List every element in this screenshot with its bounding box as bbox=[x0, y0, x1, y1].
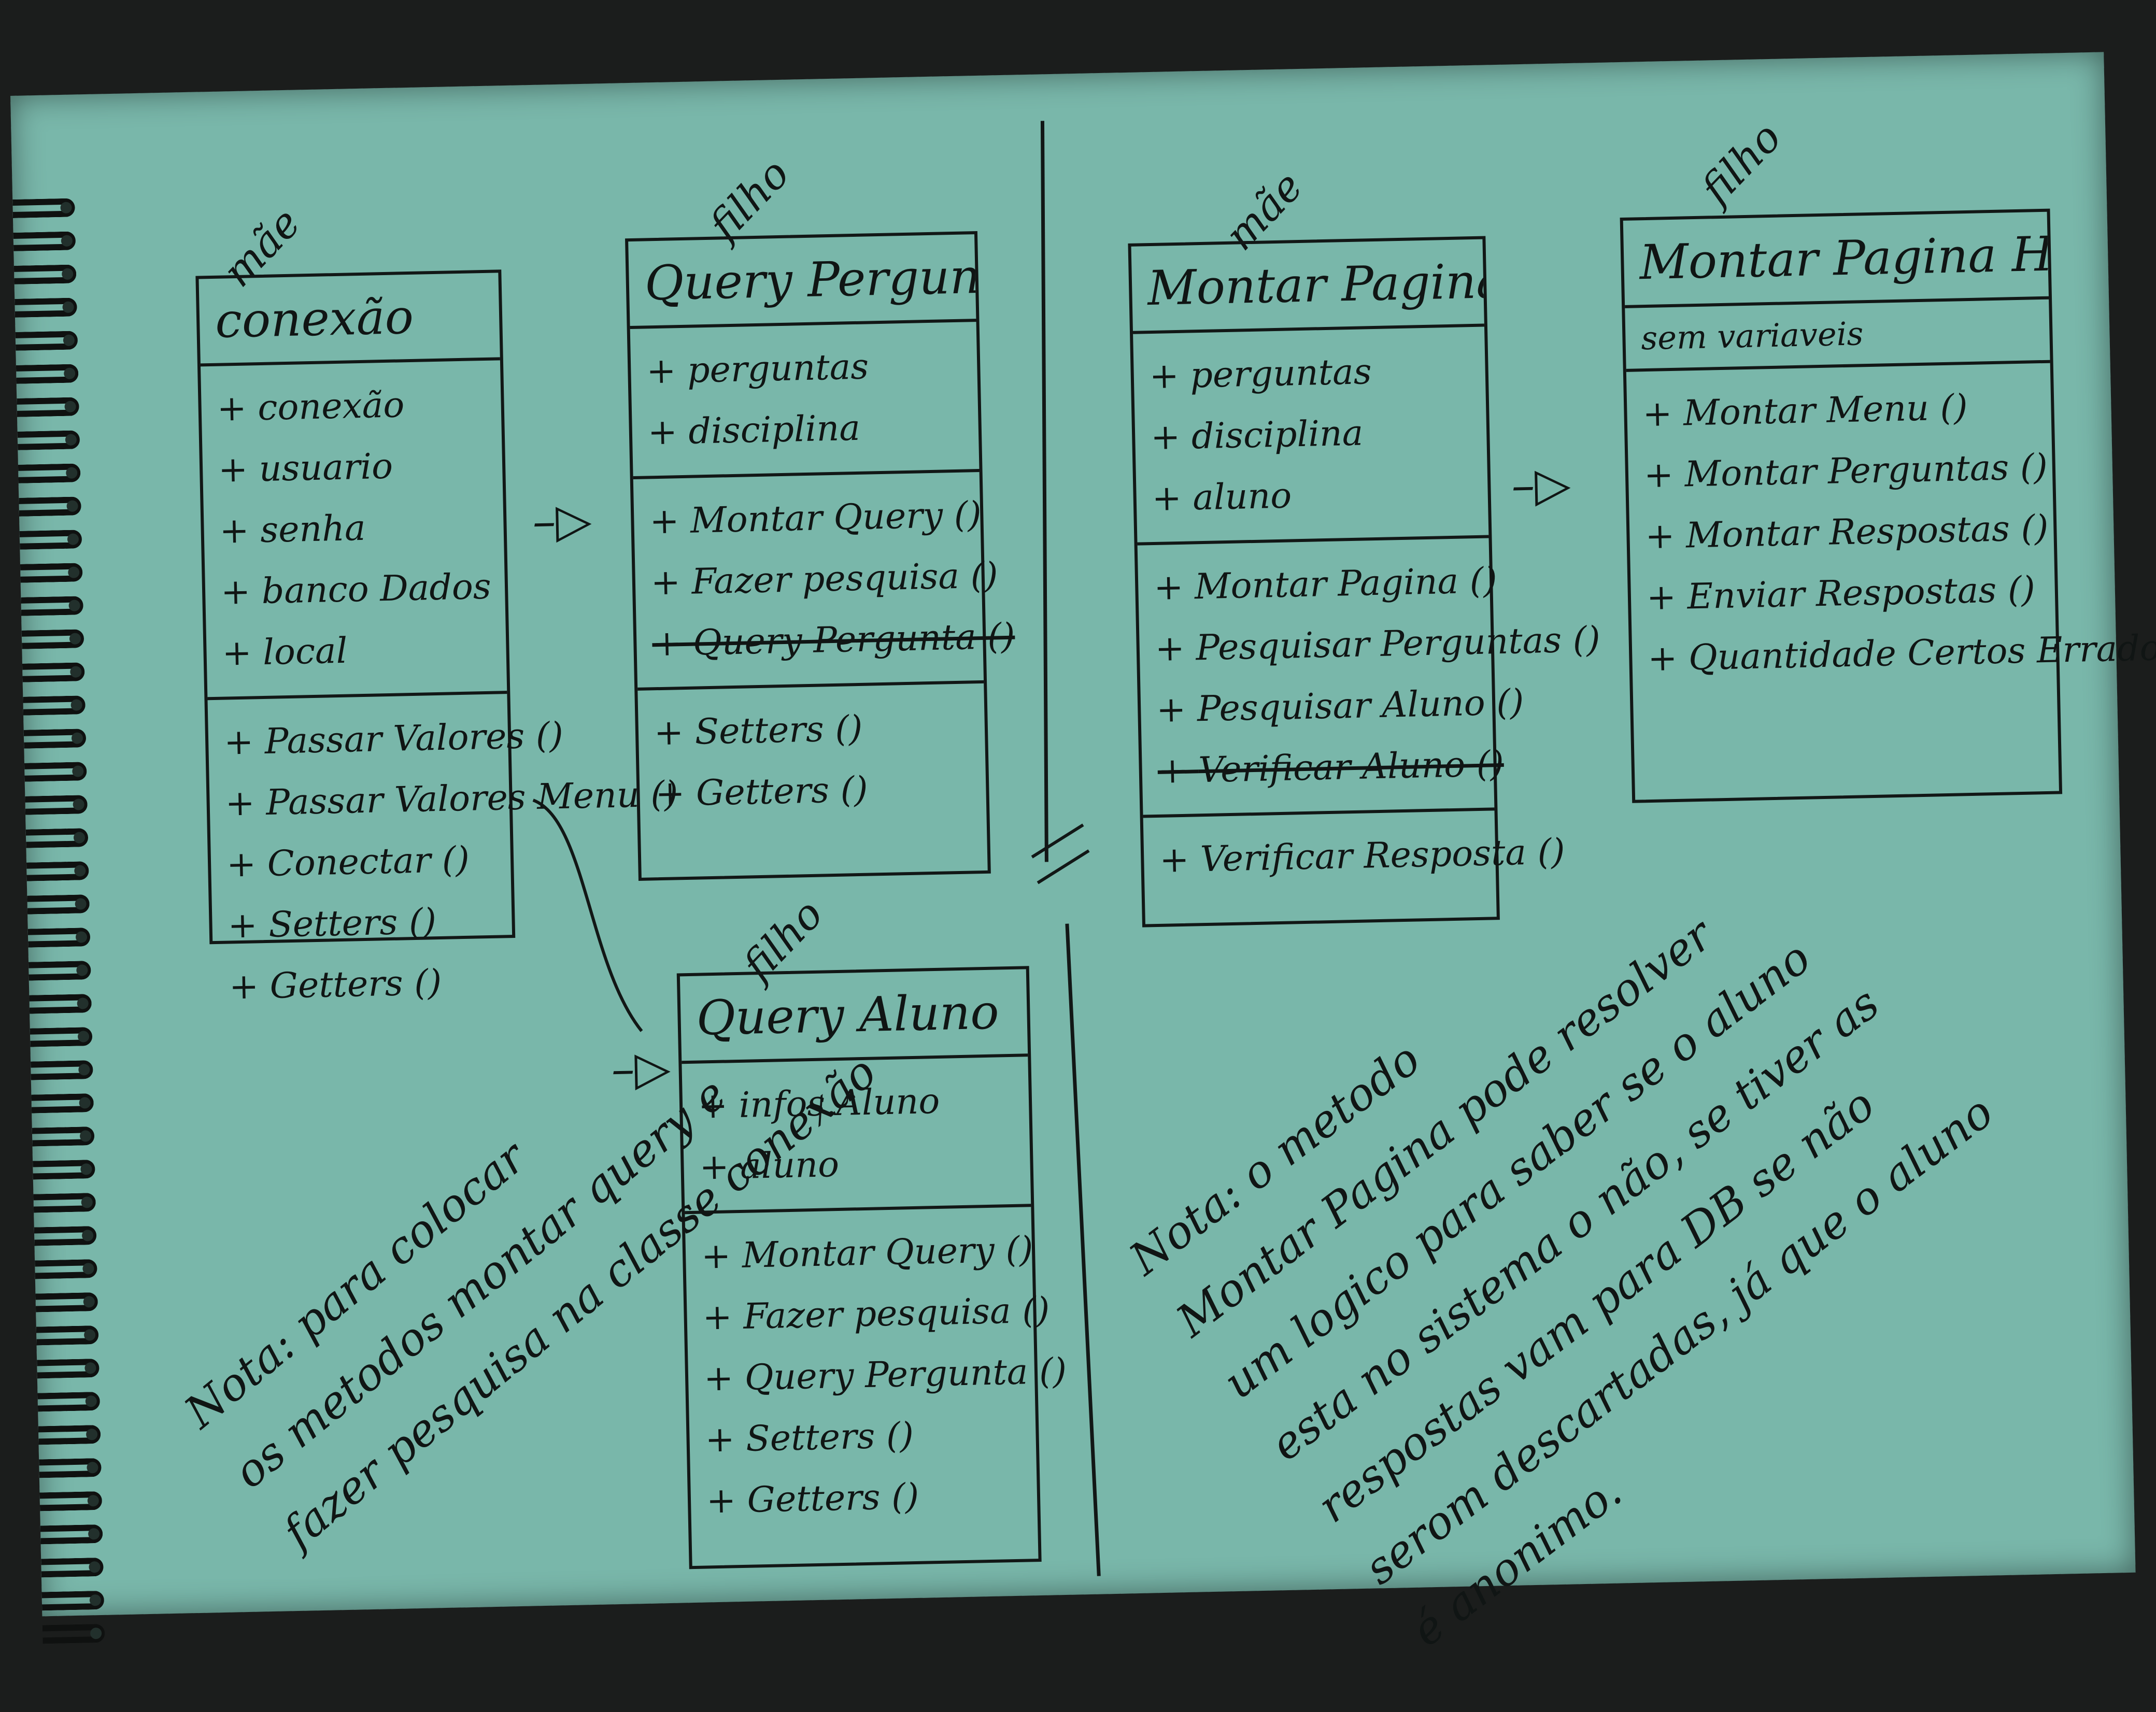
attributes-section: perguntas disciplina aluno bbox=[1133, 326, 1489, 546]
method: Passar Valores Menu () bbox=[224, 768, 678, 835]
method: Passar Valores () bbox=[223, 707, 564, 774]
method: Montar Query () bbox=[649, 485, 982, 553]
class-name: Query Pergunta bbox=[628, 234, 976, 330]
method: Setters () bbox=[704, 1403, 1020, 1471]
class-subtitle: sem variaveis bbox=[1625, 299, 2050, 372]
attributes-section: perguntas disciplina bbox=[630, 322, 980, 479]
methods-section: Montar Pagina () Pesquisar Perguntas () … bbox=[1137, 538, 1601, 818]
attribute: usuario bbox=[218, 434, 487, 501]
notebook-page: mãe conexão conexão usuario senha banco … bbox=[10, 52, 2156, 1657]
attribute: disciplina bbox=[647, 396, 963, 464]
method: Getters () bbox=[229, 951, 498, 1018]
method: Verificar Aluno () bbox=[1157, 734, 1505, 802]
method: Setters () bbox=[654, 696, 970, 764]
method: Fazer pesquisa () bbox=[650, 546, 999, 614]
method: Montar Pagina () bbox=[1153, 551, 1497, 619]
attribute: aluno bbox=[1152, 462, 1473, 530]
method: Verificar Resposta () bbox=[1159, 823, 1565, 891]
method: Montar Menu () bbox=[1642, 376, 2036, 445]
method: Enviar Respostas () bbox=[1646, 559, 2040, 629]
class-montar-pagina-html: Montar Pagina HTML sem variaveis Montar … bbox=[1620, 208, 2156, 803]
attribute: banco Dados bbox=[220, 557, 491, 623]
methods-section: Montar Query () Fazer pesquisa () Query … bbox=[633, 472, 1015, 691]
arrow-conexao-to-query: –▷ bbox=[532, 493, 592, 549]
methods-section: Montar Query () Fazer pesquisa () Query … bbox=[685, 1207, 1067, 1545]
method: Quantidade Certos Errados bbox=[1647, 620, 2156, 690]
attribute: senha bbox=[219, 495, 488, 562]
attribute: perguntas bbox=[1149, 339, 1470, 407]
class-montar-pagina: Montar Pagina perguntas disciplina aluno… bbox=[1128, 236, 1601, 928]
attribute: local bbox=[221, 618, 491, 684]
attribute: disciplina bbox=[1150, 401, 1471, 468]
method: Pesquisar Aluno () bbox=[1156, 673, 1524, 741]
method: Montar Respostas () bbox=[1644, 498, 2049, 567]
methods-section-2: Verificar Resposta () bbox=[1143, 810, 1565, 904]
class-query-pergunta: Query Pergunta perguntas disciplina Mont… bbox=[625, 231, 1015, 881]
attribute: conexão bbox=[217, 373, 486, 440]
accessors-section: Setters () Getters () bbox=[637, 683, 987, 838]
method: Montar Query () bbox=[701, 1220, 1033, 1288]
method: Query Pergunta () bbox=[703, 1342, 1067, 1410]
class-name: Montar Pagina bbox=[1131, 239, 1484, 334]
method: Getters () bbox=[706, 1464, 1022, 1532]
attributes-section: conexão usuario senha banco Dados local bbox=[201, 360, 507, 701]
methods-section: Montar Menu () Montar Perguntas () Monta… bbox=[1626, 363, 2156, 703]
method: Montar Perguntas () bbox=[1643, 437, 2048, 506]
method: Query Pergunta () bbox=[651, 607, 1015, 675]
arrow-montar-to-html: –▷ bbox=[1511, 457, 1571, 513]
methods-section: Passar Valores () Passar Valores Menu ()… bbox=[208, 694, 678, 1031]
class-name: conexão bbox=[198, 273, 500, 367]
method: Fazer pesquisa () bbox=[702, 1281, 1050, 1349]
method: Conectar () bbox=[226, 829, 495, 896]
attribute: perguntas bbox=[646, 335, 962, 403]
class-name: Montar Pagina HTML bbox=[1623, 211, 2049, 308]
method: Setters () bbox=[227, 890, 497, 957]
method: Pesquisar Perguntas () bbox=[1155, 612, 1601, 680]
method: Getters () bbox=[655, 758, 971, 825]
class-conexao: conexão conexão usuario senha banco Dado… bbox=[195, 269, 678, 1007]
